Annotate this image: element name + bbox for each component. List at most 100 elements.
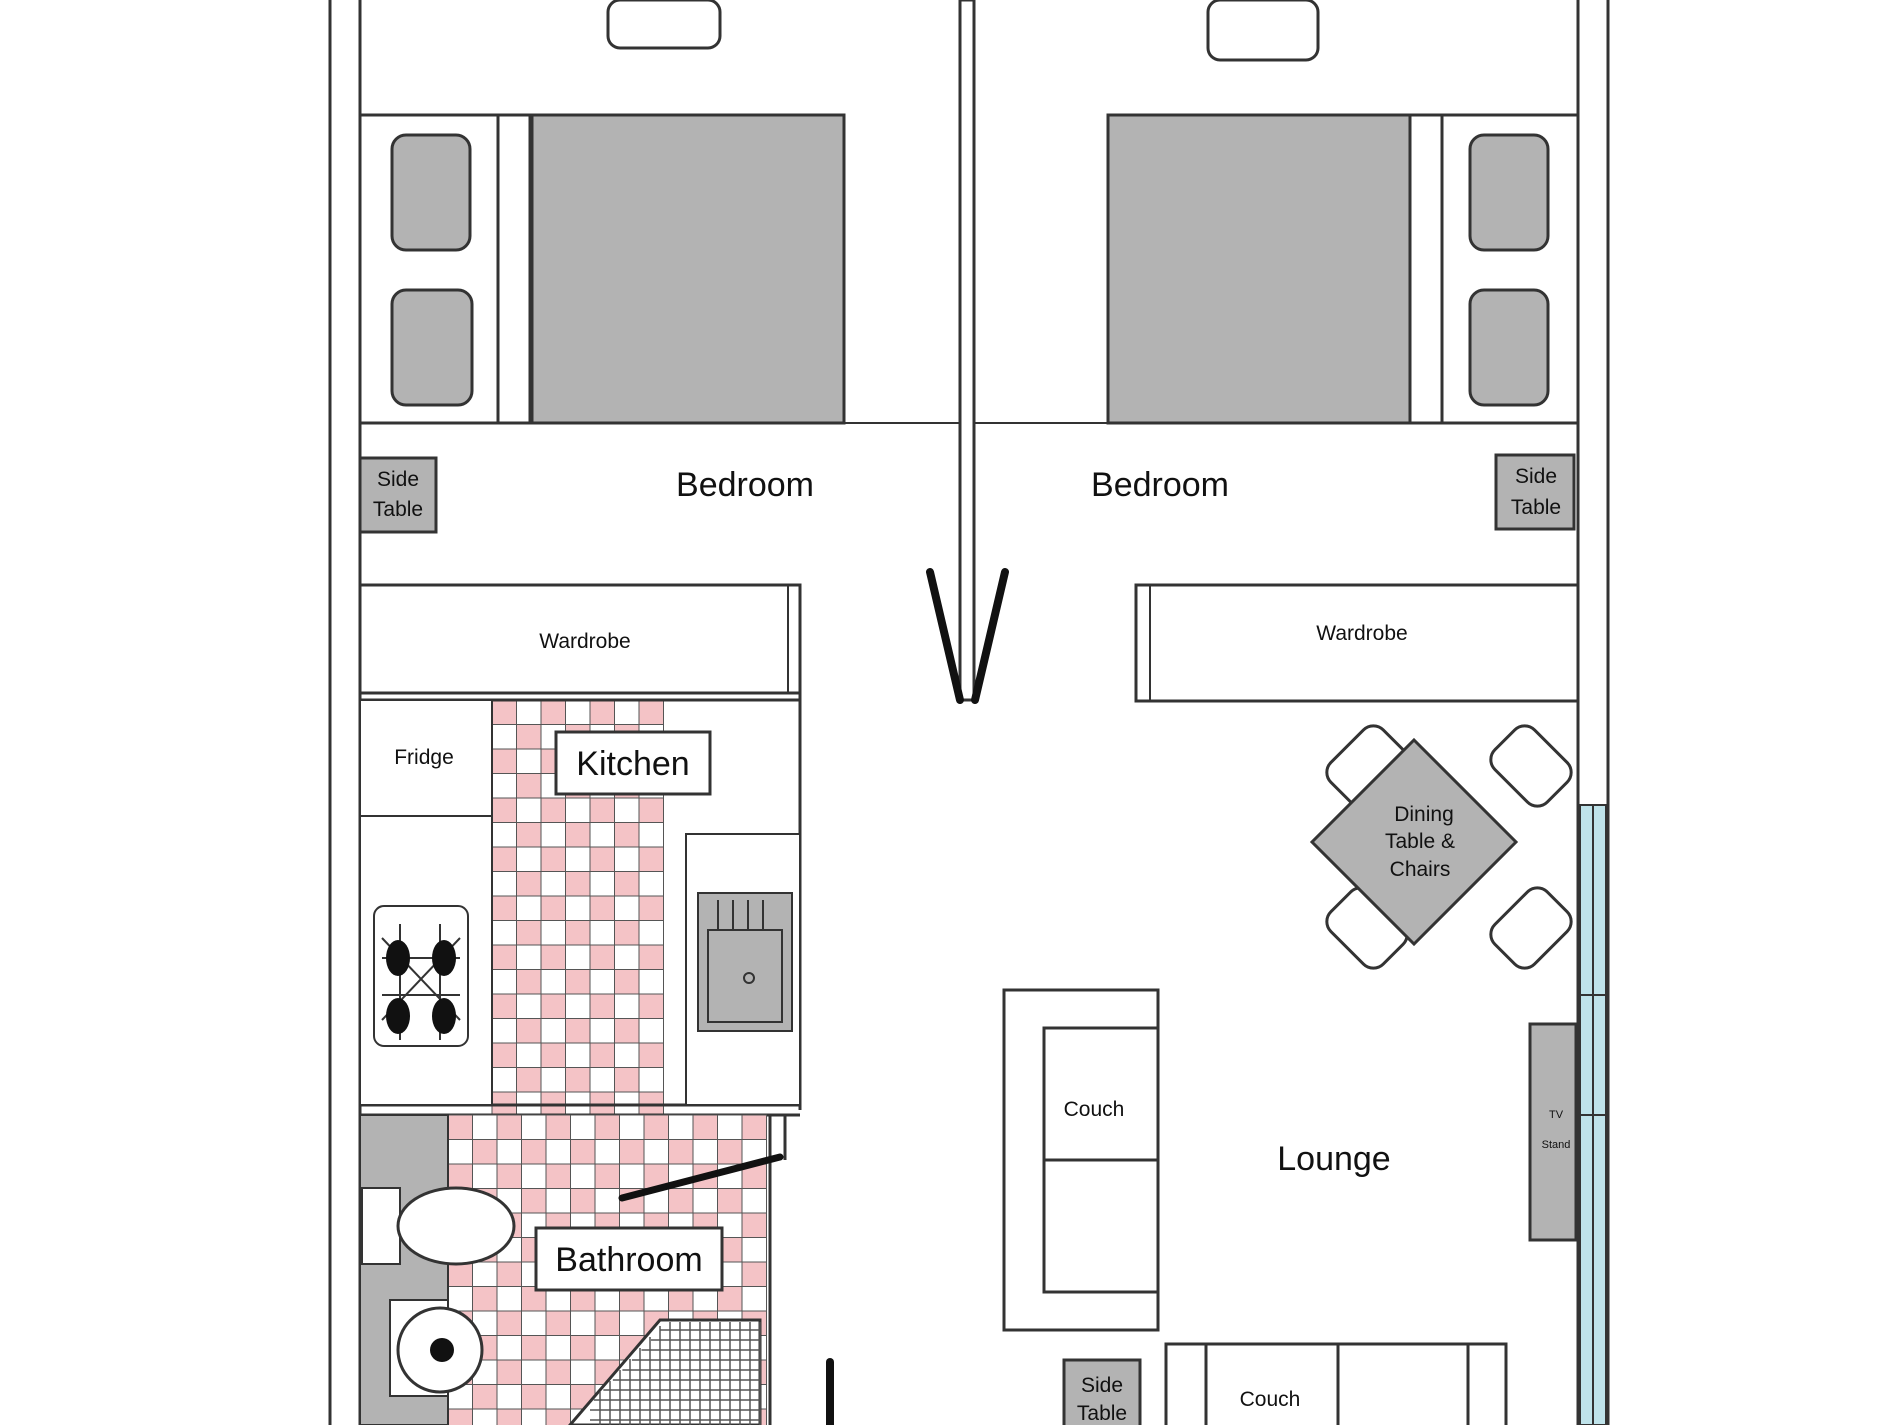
bedroom-left-label: Bedroom bbox=[676, 466, 814, 504]
side-table-bottom-label-2: Table bbox=[1077, 1402, 1127, 1425]
floor-tile bbox=[614, 822, 640, 848]
floor-tile bbox=[643, 1114, 669, 1140]
floor-tile bbox=[447, 1261, 473, 1287]
floor-tile bbox=[619, 1310, 645, 1336]
floor-tile bbox=[521, 1163, 547, 1189]
bed-left bbox=[358, 113, 846, 425]
floor-tile bbox=[545, 1384, 571, 1410]
floor-tile bbox=[540, 822, 566, 848]
tv-stand-label-2: Stand bbox=[1542, 1139, 1571, 1151]
floor-tile bbox=[741, 1286, 767, 1312]
floor-tile bbox=[496, 1261, 522, 1287]
couch-bottom-label: Couch bbox=[1240, 1388, 1301, 1411]
floor-tile bbox=[643, 1139, 669, 1165]
tv-stand-label-1: TV bbox=[1549, 1109, 1564, 1121]
fridge-label: Fridge bbox=[394, 746, 454, 769]
floor-tile bbox=[491, 871, 517, 897]
top-fixture-right bbox=[1206, 0, 1320, 62]
side-table-bottom: Side Table bbox=[1062, 1358, 1142, 1425]
floor-tile bbox=[638, 846, 664, 872]
floor-tile bbox=[619, 1163, 645, 1189]
floor-tile bbox=[589, 1018, 615, 1044]
floor-tile bbox=[589, 1042, 615, 1068]
floor-tile bbox=[521, 1188, 547, 1214]
floor-tile bbox=[491, 724, 517, 750]
floor-tile bbox=[565, 1067, 591, 1093]
floor-tile bbox=[570, 1188, 596, 1214]
floor-tile bbox=[545, 1359, 571, 1385]
floor-tile bbox=[496, 1114, 522, 1140]
floor-tile bbox=[516, 822, 542, 848]
basin bbox=[389, 1299, 484, 1397]
floor-tile bbox=[565, 895, 591, 921]
floor-tile bbox=[589, 944, 615, 970]
door-swing bbox=[926, 568, 1009, 704]
side-table-right: Side Table bbox=[1494, 453, 1576, 531]
floor-tile bbox=[594, 1188, 620, 1214]
floor-tile bbox=[594, 1163, 620, 1189]
floor-tile bbox=[496, 1286, 522, 1312]
couch-bottom: Couch bbox=[1164, 1342, 1508, 1425]
floor-tile bbox=[692, 1114, 718, 1140]
top-fixture-left bbox=[606, 0, 722, 50]
floor-tile bbox=[516, 993, 542, 1019]
shower bbox=[568, 1310, 772, 1425]
floor-tile bbox=[741, 1114, 767, 1140]
floor-tile bbox=[638, 993, 664, 1019]
floor-tile bbox=[496, 1384, 522, 1410]
floor-tile bbox=[540, 1018, 566, 1044]
floor-tile bbox=[496, 1335, 522, 1361]
floor-tile bbox=[594, 1335, 620, 1361]
floor-tile bbox=[614, 699, 640, 725]
floor-tile bbox=[516, 724, 542, 750]
floor-tile bbox=[516, 920, 542, 946]
floor-tile bbox=[521, 1384, 547, 1410]
floor-tile bbox=[491, 797, 517, 823]
floor-tile bbox=[516, 895, 542, 921]
floor-tile bbox=[472, 1384, 498, 1410]
floor-tile bbox=[589, 920, 615, 946]
dining-label-1: Dining bbox=[1394, 803, 1454, 826]
floor-tile bbox=[668, 1188, 694, 1214]
dining-table: Dining Table & Chairs bbox=[1309, 724, 1573, 970]
floor-tile bbox=[570, 1139, 596, 1165]
floor-tile bbox=[472, 1408, 498, 1425]
side-table-bottom-label-1: Side bbox=[1081, 1374, 1123, 1397]
floor-tile bbox=[447, 1139, 473, 1165]
floor-tile bbox=[491, 748, 517, 774]
floor-tile bbox=[589, 993, 615, 1019]
floor-tile bbox=[496, 1408, 522, 1425]
floor-tile bbox=[741, 1212, 767, 1238]
floor-tile bbox=[565, 846, 591, 872]
floor-tile bbox=[638, 871, 664, 897]
floor-tile bbox=[472, 1114, 498, 1140]
couch-left: Couch bbox=[1002, 988, 1160, 1332]
floor-tile bbox=[521, 1359, 547, 1385]
floor-tile bbox=[540, 1067, 566, 1093]
floor-tile bbox=[491, 846, 517, 872]
floor-tile bbox=[717, 1114, 743, 1140]
floor-tile bbox=[570, 1310, 596, 1336]
bathroom-label: Bathroom bbox=[555, 1241, 702, 1279]
floor-tile bbox=[516, 773, 542, 799]
floor-tile bbox=[717, 1139, 743, 1165]
bedroom-right-label: Bedroom bbox=[1091, 466, 1229, 504]
wardrobe-left: Wardrobe bbox=[358, 583, 802, 695]
fridge: Fridge bbox=[359, 699, 493, 817]
floor-tile bbox=[614, 1067, 640, 1093]
floor-tile bbox=[638, 1067, 664, 1093]
bathroom-label-box: Bathroom bbox=[534, 1226, 724, 1292]
floor-tile bbox=[540, 993, 566, 1019]
floor-tile bbox=[614, 969, 640, 995]
side-table-right-label-2: Table bbox=[1511, 496, 1561, 519]
floor-tile bbox=[614, 920, 640, 946]
floor-tile bbox=[540, 895, 566, 921]
side-table-right-label-1: Side bbox=[1515, 465, 1557, 488]
floor-tile bbox=[540, 797, 566, 823]
tv-stand: TV Stand bbox=[1528, 1022, 1578, 1242]
floor-tile bbox=[570, 1163, 596, 1189]
floor-tile bbox=[565, 944, 591, 970]
floor-tile bbox=[516, 1067, 542, 1093]
floor-tile bbox=[472, 1139, 498, 1165]
